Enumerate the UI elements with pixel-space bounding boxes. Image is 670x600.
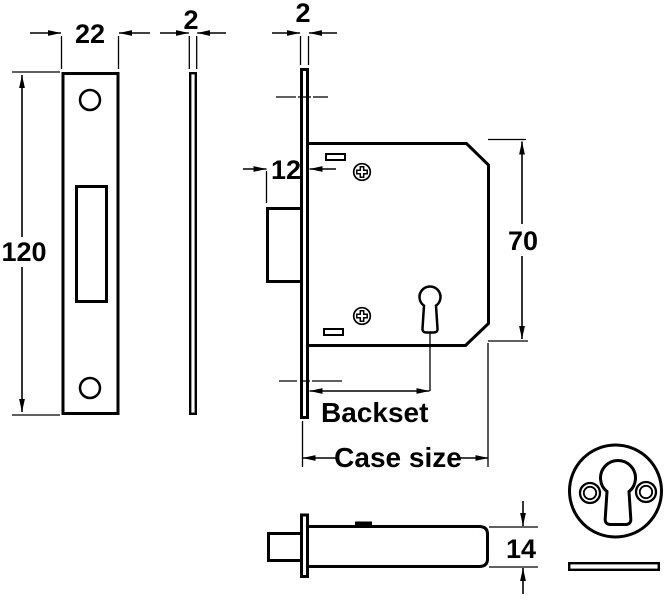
dim-forend-thickness: 2 — [272, 0, 337, 65]
escutcheon-edge — [568, 562, 661, 572]
forend-plate-plan — [300, 513, 309, 578]
dim-strike-thickness: 2 — [160, 5, 226, 69]
deadbolt-plan — [267, 532, 306, 562]
strike-plate-front-view — [61, 72, 120, 415]
lock-case-plan — [309, 525, 489, 568]
case-size-label: Case size — [334, 442, 462, 473]
strike-thickness-label: 2 — [183, 5, 198, 35]
lock-body-front-view — [266, 68, 490, 419]
strike-screw-hole-top — [78, 88, 102, 112]
centerline-ticks — [276, 96, 342, 382]
escutcheon-side-view — [568, 562, 661, 572]
dim-case-thickness: 14 — [489, 501, 538, 594]
bolt-throw-label: 12 — [271, 155, 301, 185]
lock-body-plan-view — [267, 513, 489, 578]
phillips-screw-top-icon — [352, 162, 372, 182]
case-height-label: 70 — [508, 226, 538, 256]
strike-height-label: 120 — [1, 237, 46, 267]
strike-plate-edge — [188, 71, 197, 416]
escutcheon-screw-hole-right — [634, 480, 658, 504]
dim-backset: Backset — [309, 388, 430, 428]
escutcheon-keyhole-icon — [599, 459, 637, 526]
strike-plate-side-view — [188, 71, 197, 416]
dim-case-size: Case size — [301, 343, 489, 473]
dim-bolt-throw: 12 — [243, 155, 336, 203]
strike-plate-bolt-cutout — [75, 185, 108, 303]
phillips-screw-bottom-icon — [352, 306, 372, 326]
backset-label: Backset — [321, 397, 428, 428]
forend-plate — [300, 68, 309, 419]
case-thickness-label: 14 — [506, 534, 536, 564]
dim-strike-width: 22 — [30, 19, 150, 69]
forend-thickness-label: 2 — [295, 0, 310, 28]
strike-screw-hole-bottom — [78, 376, 102, 400]
keyhole-icon — [418, 285, 442, 334]
escutcheon-front-view — [568, 443, 663, 539]
escutcheon-screw-hole-left — [578, 481, 602, 505]
strike-width-label: 22 — [75, 19, 105, 49]
case-slot-bottom — [323, 328, 344, 336]
dim-strike-height: 120 — [1, 71, 60, 416]
lock-case — [309, 142, 490, 347]
dim-case-height: 70 — [488, 138, 538, 342]
deadbolt-front — [266, 207, 307, 283]
case-slot-top — [325, 153, 346, 161]
